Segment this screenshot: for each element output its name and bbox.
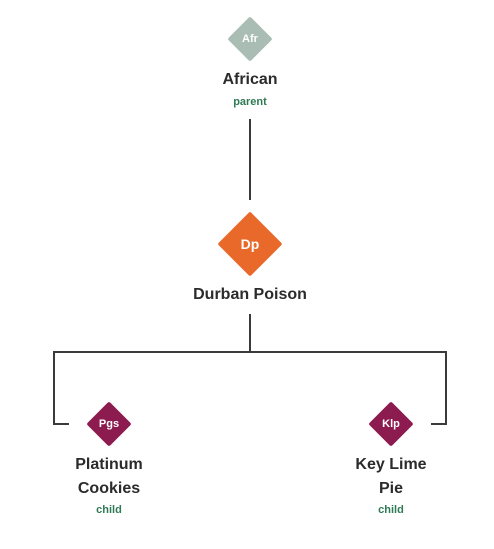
parent-abbr: Afr — [242, 33, 258, 45]
parent-role-label: parent — [233, 96, 267, 108]
child-name-line2: Pie — [378, 480, 403, 497]
child-name[interactable]: Platinum Cookies — [75, 453, 143, 501]
child-diamond-icon[interactable]: Klp — [368, 401, 414, 447]
child-name[interactable]: Key Lime Pie — [355, 453, 426, 501]
parent-node[interactable]: Afr African parent — [200, 16, 300, 108]
child-node-platinum-cookies[interactable]: Pgs Platinum Cookies child — [59, 401, 159, 516]
child-name-line1: Key Lime — [355, 456, 427, 473]
connector-left-stub — [53, 423, 69, 425]
child-name-line2: Cookies — [77, 480, 141, 497]
connector-horizontal-bar — [53, 351, 447, 353]
parent-name[interactable]: African — [222, 71, 278, 88]
connector-left-down — [53, 351, 55, 425]
current-name: Durban Poison — [193, 286, 307, 303]
child-abbr: Klp — [382, 418, 400, 430]
current-strain-node: Dp Durban Poison — [175, 211, 325, 307]
current-diamond-icon: Dp — [217, 211, 283, 277]
connector-parent-to-current — [249, 119, 251, 200]
parent-diamond-icon[interactable]: Afr — [227, 16, 273, 62]
child-name-line1: Platinum — [75, 456, 143, 473]
connector-right-down — [445, 351, 447, 425]
child-role-label: child — [96, 504, 122, 516]
connector-current-down — [249, 314, 251, 352]
connector-right-stub — [431, 423, 447, 425]
child-diamond-icon[interactable]: Pgs — [86, 401, 132, 447]
current-abbr: Dp — [240, 236, 260, 252]
child-abbr: Pgs — [98, 418, 120, 430]
child-role-label: child — [378, 504, 404, 516]
child-node-key-lime-pie[interactable]: Klp Key Lime Pie child — [341, 401, 441, 516]
